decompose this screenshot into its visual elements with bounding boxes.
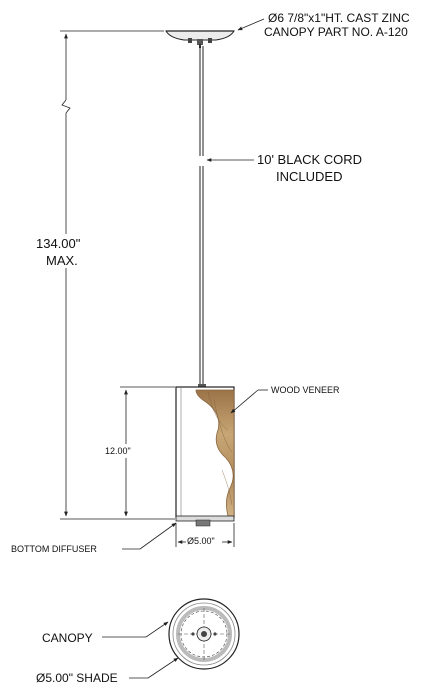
plan-canopy-label: CANOPY (42, 631, 93, 645)
shade-height-label: 12.00" (105, 446, 131, 456)
cord (198, 46, 206, 390)
plan-shade-label: Ø5.00" SHADE (36, 671, 118, 685)
shade-height-dimension (120, 386, 175, 517)
cord-label-line1: 10' BLACK CORD (257, 152, 363, 167)
canopy-elevation (165, 30, 235, 48)
canopy-spec-line1: Ø6 7/8"x1"HT. CAST ZINC (268, 11, 410, 25)
wood-veneer-label: WOOD VENEER (271, 385, 340, 395)
overall-height-dimension (60, 30, 175, 520)
overall-height-note: MAX. (46, 253, 78, 268)
plan-view (168, 598, 240, 670)
shade-diameter-label: Ø5.00" (187, 536, 215, 546)
overall-height-value: 134.00" (36, 236, 81, 251)
cord-label-line2: INCLUDED (276, 169, 343, 184)
bottom-diffuser-label: BOTTOM DIFFUSER (11, 544, 97, 554)
leader-lines (102, 18, 268, 679)
canopy-spec-line2: CANOPY PART NO. A-120 (264, 25, 408, 39)
shade-elevation (175, 386, 235, 527)
wood-veneer-panel (195, 389, 235, 517)
